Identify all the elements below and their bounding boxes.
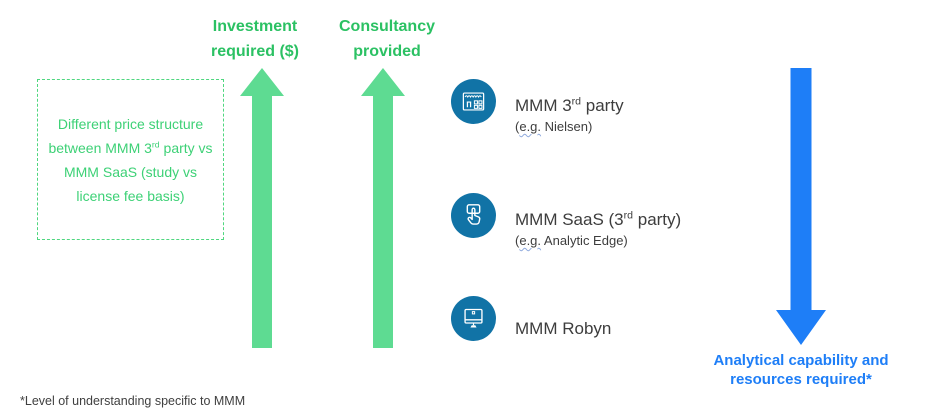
heading-consultancy-provided: Consultancy provided bbox=[338, 18, 435, 60]
note-line: Different price structure bbox=[57, 115, 204, 132]
caption-analytical-capability: Analytical capability and resources requ… bbox=[713, 352, 889, 388]
up-arrow-investment-icon bbox=[240, 68, 284, 353]
footnote: *Level of understanding specific to MMM bbox=[20, 394, 246, 408]
heading-investment-required: Investment required ($) bbox=[210, 18, 299, 60]
item-label: MMM 3rd party bbox=[515, 95, 624, 115]
item-sublabel: (e.g. Analytic Edge) bbox=[515, 233, 628, 248]
list-item-mmm-robyn: MMM Robyn bbox=[451, 296, 611, 341]
tap-icon bbox=[451, 193, 496, 238]
item-label: MMM Robyn bbox=[515, 319, 612, 338]
up-arrow-consultancy-icon bbox=[361, 68, 405, 353]
down-arrow-analytical-icon bbox=[776, 68, 826, 350]
list-item-mmm-saas: MMM SaaS (3rd party) (e.g. Analytic Edge… bbox=[451, 193, 681, 249]
price-structure-note-box: Different price structure between MMM 3r… bbox=[37, 79, 224, 240]
item-sublabel: (e.g. Nielsen) bbox=[515, 119, 593, 134]
note-line: license fee basis) bbox=[76, 187, 185, 204]
monitor-icon bbox=[451, 296, 496, 341]
storefront-icon bbox=[451, 79, 496, 124]
note-line: between MMM 3rd party vs bbox=[48, 138, 213, 156]
item-label: MMM SaaS (3rd party) bbox=[515, 209, 682, 229]
note-line: MMM SaaS (study vs bbox=[63, 163, 198, 180]
list-item-mmm-3rd-party: MMM 3rd party (e.g. Nielsen) bbox=[451, 79, 624, 135]
